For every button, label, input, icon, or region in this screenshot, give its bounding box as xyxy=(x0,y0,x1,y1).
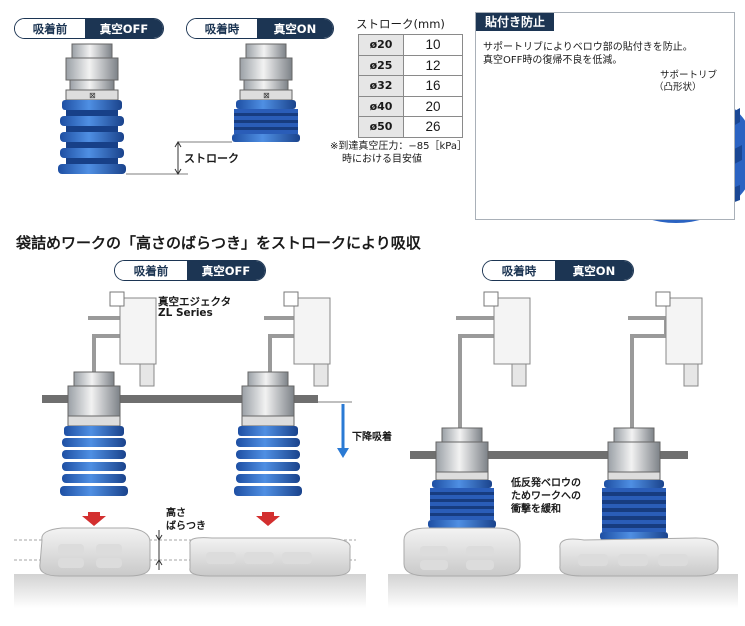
bags-right xyxy=(403,527,719,577)
size-cell: ø40 xyxy=(358,95,404,117)
bellows-note-line3: 衝撃を緩和 xyxy=(511,504,561,515)
mount-plate-right xyxy=(410,451,688,459)
state-label-vacuum-on: 真空ON xyxy=(555,261,633,280)
stroke-cell: 10 xyxy=(403,34,463,56)
floor-left xyxy=(14,574,366,608)
table-note-line1: ※到達真空圧力：−85［kPa］ xyxy=(330,141,467,152)
stroke-cell: 16 xyxy=(403,75,463,97)
state-label-vacuum-on: 真空ON xyxy=(257,19,333,38)
section-title: 袋詰めワークの「高さのばらつき」をストロークにより吸収 xyxy=(16,234,421,252)
svg-text:⊠: ⊠ xyxy=(263,91,270,100)
state-badge-before-vacuum-off: 吸着前 真空OFF xyxy=(14,18,164,39)
stroke-table-title: ストローク(mm) xyxy=(356,17,445,31)
mount-plate-left xyxy=(42,395,318,403)
svg-text:⊠: ⊠ xyxy=(89,91,96,100)
bellows-note-line2: ためワークへの xyxy=(511,491,581,502)
state-label-before: 吸着前 xyxy=(15,19,85,38)
size-cell: ø20 xyxy=(358,34,404,56)
panel-title: 貼付き防止 xyxy=(476,13,555,31)
rib-label-line1: サポートリブ xyxy=(660,70,718,81)
descend-label: 下降吸着 xyxy=(352,432,392,443)
state-label-before: 吸着前 xyxy=(115,261,187,280)
pad-bottom-right-2 xyxy=(600,427,668,540)
size-cell: ø25 xyxy=(358,54,404,76)
pad-bottom-left-2 xyxy=(234,371,302,526)
panel-desc-line2: 真空OFF時の復帰不良を低減。 xyxy=(483,55,623,66)
vacuum-pad-extended: ⊠ xyxy=(58,43,126,174)
pad-bottom-left-1 xyxy=(60,371,128,526)
stroke-cell: 20 xyxy=(403,95,463,117)
rib-label-line2: （凸形状） xyxy=(654,82,702,93)
ejector-bodies xyxy=(109,291,703,387)
pad-bottom-right-1 xyxy=(428,427,496,528)
state-badge-during-vacuum-on-bottom: 吸着時 真空ON xyxy=(482,260,634,281)
bellows-note-line1: 低反発ベロウの xyxy=(511,478,581,489)
ejector-label-line1: 真空エジェクタ xyxy=(158,296,232,308)
state-badge-during-vacuum-on: 吸着時 真空ON xyxy=(186,18,334,39)
state-label-vacuum-off: 真空OFF xyxy=(85,19,163,38)
ejector-label-line2: ZL Series xyxy=(158,307,213,319)
table-note-line2: 時における目安値 xyxy=(342,154,422,165)
state-label-during: 吸着時 xyxy=(483,261,555,280)
height-variation-line2: ばらつき xyxy=(166,521,206,532)
stroke-cell: 12 xyxy=(403,54,463,76)
size-cell: ø32 xyxy=(358,75,404,97)
pipe-left xyxy=(88,316,668,428)
state-label-vacuum-off: 真空OFF xyxy=(187,261,265,280)
stroke-cell: 26 xyxy=(403,116,463,138)
stroke-label: ストローク xyxy=(184,152,239,165)
panel-desc-line1: サポートリブによりベロウ部の貼付きを防止。 xyxy=(483,42,693,53)
state-badge-before-vacuum-off-bottom: 吸着前 真空OFF xyxy=(114,260,266,281)
height-variation-line1: 高さ xyxy=(166,508,186,519)
bags-left xyxy=(39,527,351,577)
vacuum-pad-compressed: ⊠ xyxy=(232,43,300,142)
descend-arrow xyxy=(318,401,352,458)
stroke-dimension xyxy=(126,141,232,175)
adhesion-panel: 貼付き防止 xyxy=(475,12,735,220)
floor-right xyxy=(388,574,738,608)
state-label-during: 吸着時 xyxy=(187,19,257,38)
size-cell: ø50 xyxy=(358,116,404,138)
